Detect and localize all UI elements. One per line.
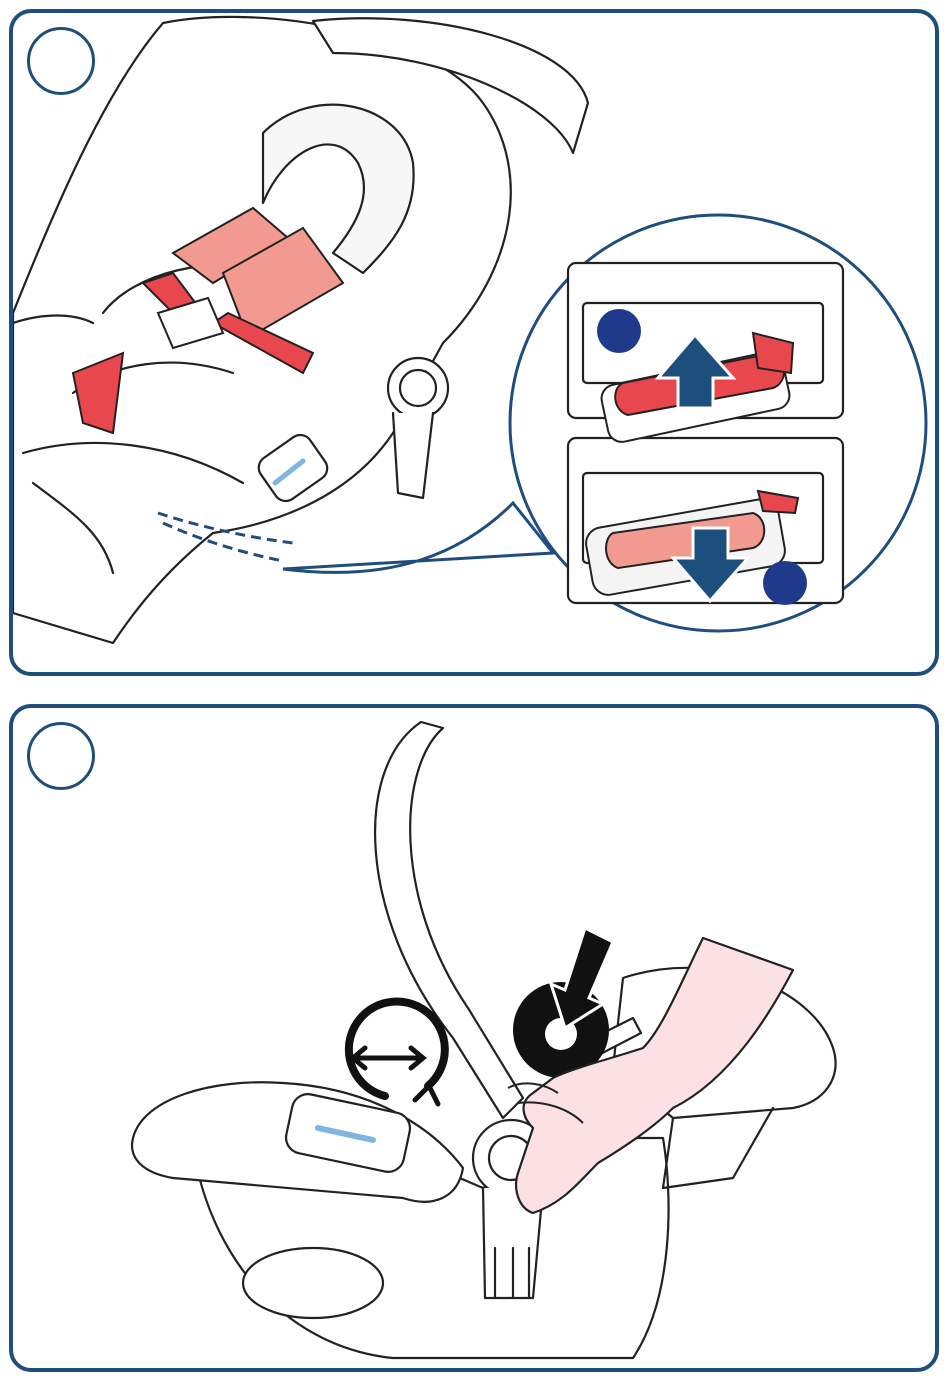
panel-step-1 (9, 9, 939, 676)
marker-dot-icon (597, 309, 641, 353)
press-button-icon (513, 928, 613, 1078)
panel-step-2 (9, 704, 939, 1372)
handle-adjust-illustration (13, 708, 935, 1368)
rotate-arrows-icon (349, 1001, 445, 1104)
seat-harness-illustration (13, 13, 935, 672)
marker-dot-icon (763, 561, 807, 605)
